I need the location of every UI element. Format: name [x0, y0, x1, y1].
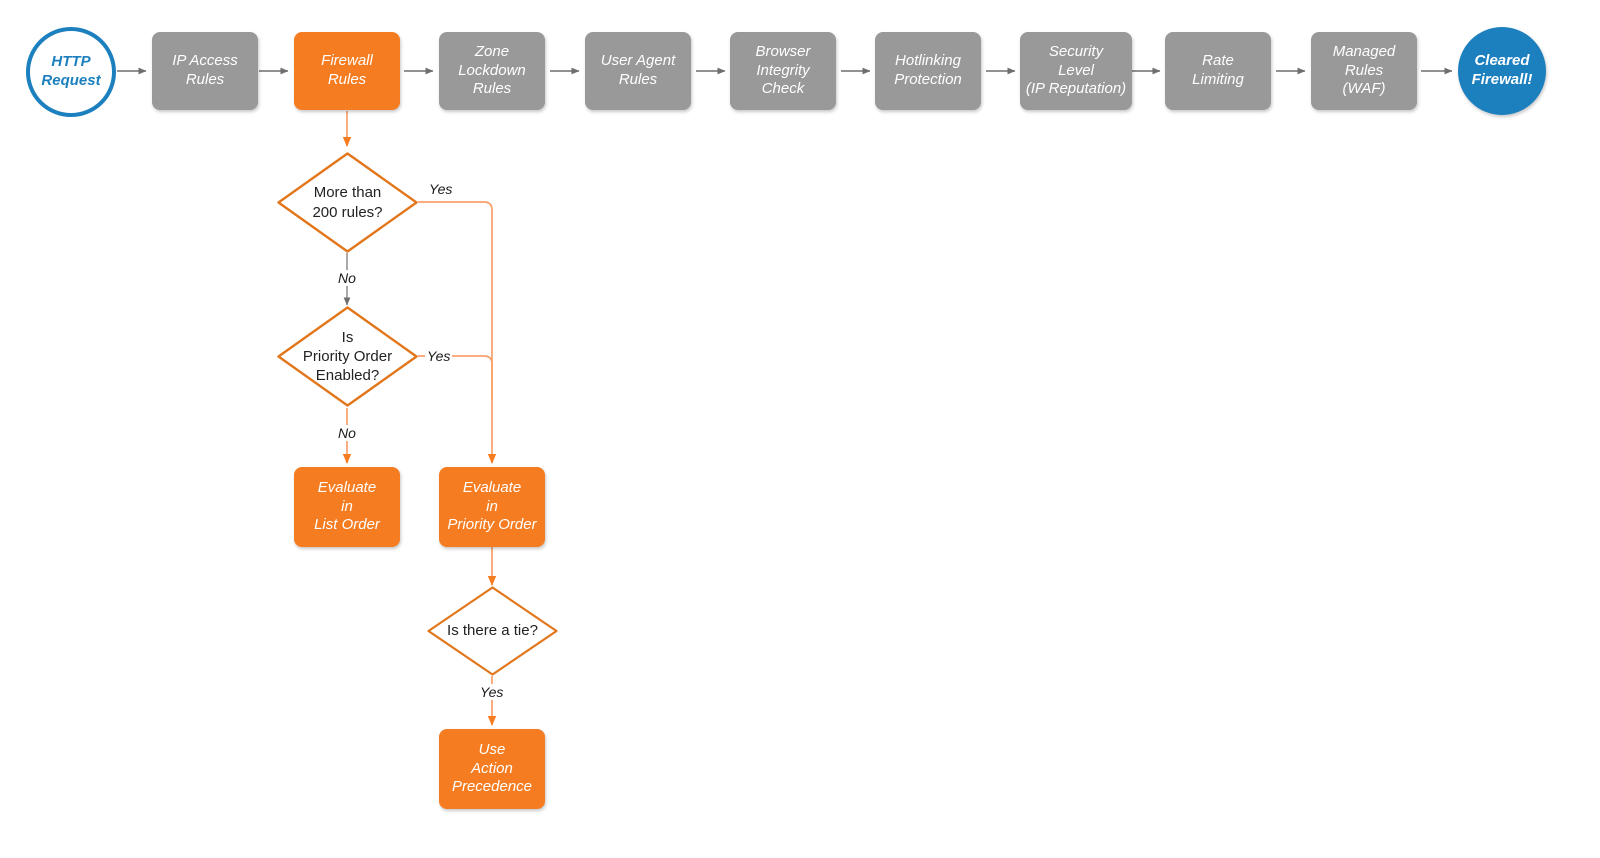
- decision-is-priority-order-enabled[interactable]: Is Priority Order Enabled?: [277, 306, 418, 407]
- decision-is-priority-order-enabled-label: Is Priority Order Enabled?: [302, 328, 393, 385]
- edge-label-priority-order-yes: Yes: [425, 348, 453, 364]
- node-managed-rules-waf-label: Managed Rules (WAF): [1332, 42, 1396, 98]
- node-cleared-firewall[interactable]: Cleared Firewall!: [1458, 27, 1546, 115]
- node-security-level-label: Security Level (IP Reputation): [1025, 42, 1127, 98]
- diamond-shape: [427, 586, 558, 676]
- edge-label-more-than-200-no: No: [336, 270, 358, 286]
- node-browser-integrity-check[interactable]: Browser Integrity Check: [730, 32, 836, 110]
- node-user-agent-rules-label: User Agent Rules: [600, 52, 676, 88]
- edge-label-tie-yes: Yes: [478, 684, 506, 700]
- node-rate-limiting-label: Rate Limiting: [1192, 52, 1244, 88]
- decision-is-there-a-tie-label: Is there a tie?: [447, 622, 538, 640]
- node-use-action-precedence-label: Use Action Precedence: [451, 740, 533, 796]
- node-firewall-rules-label: Firewall Rules: [321, 52, 373, 88]
- node-http-request[interactable]: HTTP Request: [26, 27, 116, 117]
- node-user-agent-rules[interactable]: User Agent Rules: [585, 32, 691, 110]
- node-zone-lockdown-rules[interactable]: Zone Lockdown Rules: [439, 32, 545, 110]
- node-managed-rules-waf[interactable]: Managed Rules (WAF): [1311, 32, 1417, 110]
- decision-is-there-a-tie[interactable]: Is there a tie?: [427, 586, 558, 676]
- node-firewall-rules[interactable]: Firewall Rules: [294, 32, 400, 110]
- node-http-request-label: HTTP Request: [41, 53, 101, 89]
- decision-more-than-200-rules-label: More than 200 rules?: [312, 184, 383, 221]
- node-rate-limiting[interactable]: Rate Limiting: [1165, 32, 1271, 110]
- diamond-shape: [277, 306, 418, 407]
- node-evaluate-in-list-order[interactable]: Evaluate in List Order: [294, 467, 400, 547]
- node-ip-access-rules[interactable]: IP Access Rules: [152, 32, 258, 110]
- node-evaluate-in-priority-order[interactable]: Evaluate in Priority Order: [439, 467, 545, 547]
- diamond-shape: [277, 152, 418, 253]
- node-hotlinking-protection-label: Hotlinking Protection: [894, 52, 962, 88]
- edge-label-more-than-200-yes: Yes: [427, 181, 455, 197]
- node-security-level[interactable]: Security Level (IP Reputation): [1020, 32, 1132, 110]
- node-evaluate-in-list-order-label: Evaluate in List Order: [314, 478, 380, 534]
- node-hotlinking-protection[interactable]: Hotlinking Protection: [875, 32, 981, 110]
- node-evaluate-in-priority-order-label: Evaluate in Priority Order: [447, 478, 537, 534]
- node-zone-lockdown-rules-label: Zone Lockdown Rules: [458, 42, 526, 98]
- node-cleared-firewall-label: Cleared Firewall!: [1471, 52, 1533, 88]
- node-ip-access-rules-label: IP Access Rules: [172, 52, 238, 88]
- node-use-action-precedence[interactable]: Use Action Precedence: [439, 729, 545, 809]
- decision-more-than-200-rules[interactable]: More than 200 rules?: [277, 152, 418, 253]
- node-browser-integrity-check-label: Browser Integrity Check: [755, 42, 811, 98]
- edge-label-priority-order-no: No: [336, 425, 358, 441]
- edge-rulecount-yes: [418, 201, 497, 464]
